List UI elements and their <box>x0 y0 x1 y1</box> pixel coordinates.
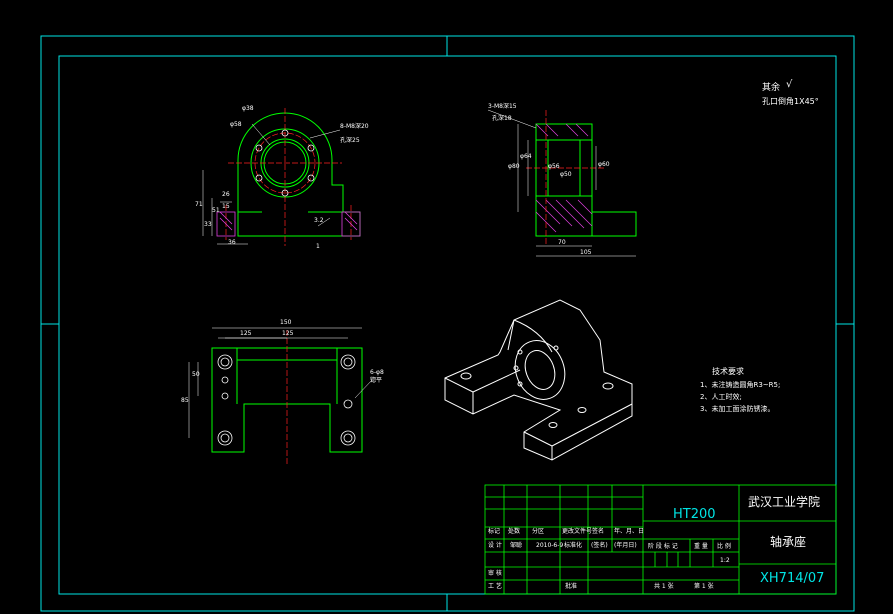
dim-125-right: 125 <box>282 330 294 337</box>
dim-phi80: φ80 <box>508 163 520 170</box>
dim-150: 150 <box>280 319 292 326</box>
dim-105: 105 <box>580 249 592 256</box>
isometric-view <box>444 299 633 461</box>
header-cell-file: 更改文件号 <box>562 528 593 535</box>
tech-req-title: 技术要求 <box>712 367 744 376</box>
roughness-symbol: √ <box>786 79 793 90</box>
scale-label: 比 例 <box>717 543 731 550</box>
dim-hole-18: 孔深18 <box>492 115 512 122</box>
dim-3-m8: 3-M8深15 <box>488 103 517 110</box>
drawing-number: XH714/07 <box>760 571 825 586</box>
dim-phi58: φ58 <box>230 121 242 128</box>
tech-req-item-3: 3、未加工面涂防锈漆。 <box>700 405 775 413</box>
approve-label: 批准 <box>565 583 578 590</box>
roughness-label: 其余 <box>762 83 781 93</box>
dim-phi50: φ50 <box>560 171 572 178</box>
design-date: 2010-6-9 <box>536 542 564 549</box>
dim-125-left: 125 <box>240 330 252 337</box>
design-date-placeholder: (年月日) <box>614 542 637 549</box>
dim-70: 70 <box>558 239 566 246</box>
dim-15: 15 <box>222 203 230 210</box>
dim-phi38: φ38 <box>242 105 254 112</box>
part-name: 轴承座 <box>770 535 807 549</box>
process-label: 工 艺 <box>488 583 502 590</box>
review-label: 审 核 <box>488 570 502 577</box>
dim-phi64: φ64 <box>520 153 532 160</box>
dim-36: 36 <box>228 239 236 246</box>
header-cell-zone: 分区 <box>532 528 545 535</box>
dim-33: 33 <box>204 221 212 228</box>
header-cell-count: 处数 <box>508 528 521 535</box>
sheets-total: 共 1 张 <box>654 583 674 590</box>
tech-req-item-2: 2、人工时效; <box>700 393 742 401</box>
dim-phi56: φ56 <box>548 163 560 170</box>
header-cell-mark: 标记 <box>488 528 501 535</box>
dim-26: 26 <box>222 191 230 198</box>
stage-label: 阶 段 标 记 <box>648 543 678 550</box>
dim-71: 71 <box>195 201 203 208</box>
front-roughness-value: 3.2 <box>314 217 324 224</box>
dim-thread-m8: 8-M8深20 <box>340 123 369 130</box>
front-view <box>202 108 361 246</box>
dim-phi60: φ60 <box>598 161 610 168</box>
scale-value: 1:2 <box>720 557 730 564</box>
dim-6-phi8: 6-φ8 <box>370 369 384 376</box>
chamfer-note: 孔口倒角1X45° <box>762 97 819 106</box>
header-cell-sign: 签名 <box>592 528 605 535</box>
design-label: 设 计 <box>488 542 502 549</box>
dim-51: 51 <box>212 207 220 214</box>
top-view <box>188 327 373 465</box>
design-sign-placeholder: (签名) <box>591 542 608 549</box>
section-view <box>487 109 637 257</box>
drawing-frame <box>40 35 855 612</box>
standardization-label: 标准化 <box>564 542 583 549</box>
sheet-number: 第 1 张 <box>694 583 714 590</box>
dim-50: 50 <box>192 371 200 378</box>
dim-85: 85 <box>181 397 189 404</box>
tech-req-item-1: 1、未注铸造圆角R3~R5; <box>700 381 781 389</box>
weight-label: 重 量 <box>694 543 708 550</box>
header-cell-date: 年、月、日 <box>614 528 645 535</box>
designer-name: 邹聪 <box>510 542 523 549</box>
dim-hole-depth: 孔深25 <box>340 137 360 144</box>
school-name: 武汉工业学院 <box>748 495 821 509</box>
material: HT200 <box>673 507 716 522</box>
dim-1: 1 <box>316 243 320 250</box>
spotface-note: 锪平 <box>370 377 383 384</box>
title-block-grid <box>484 484 837 595</box>
